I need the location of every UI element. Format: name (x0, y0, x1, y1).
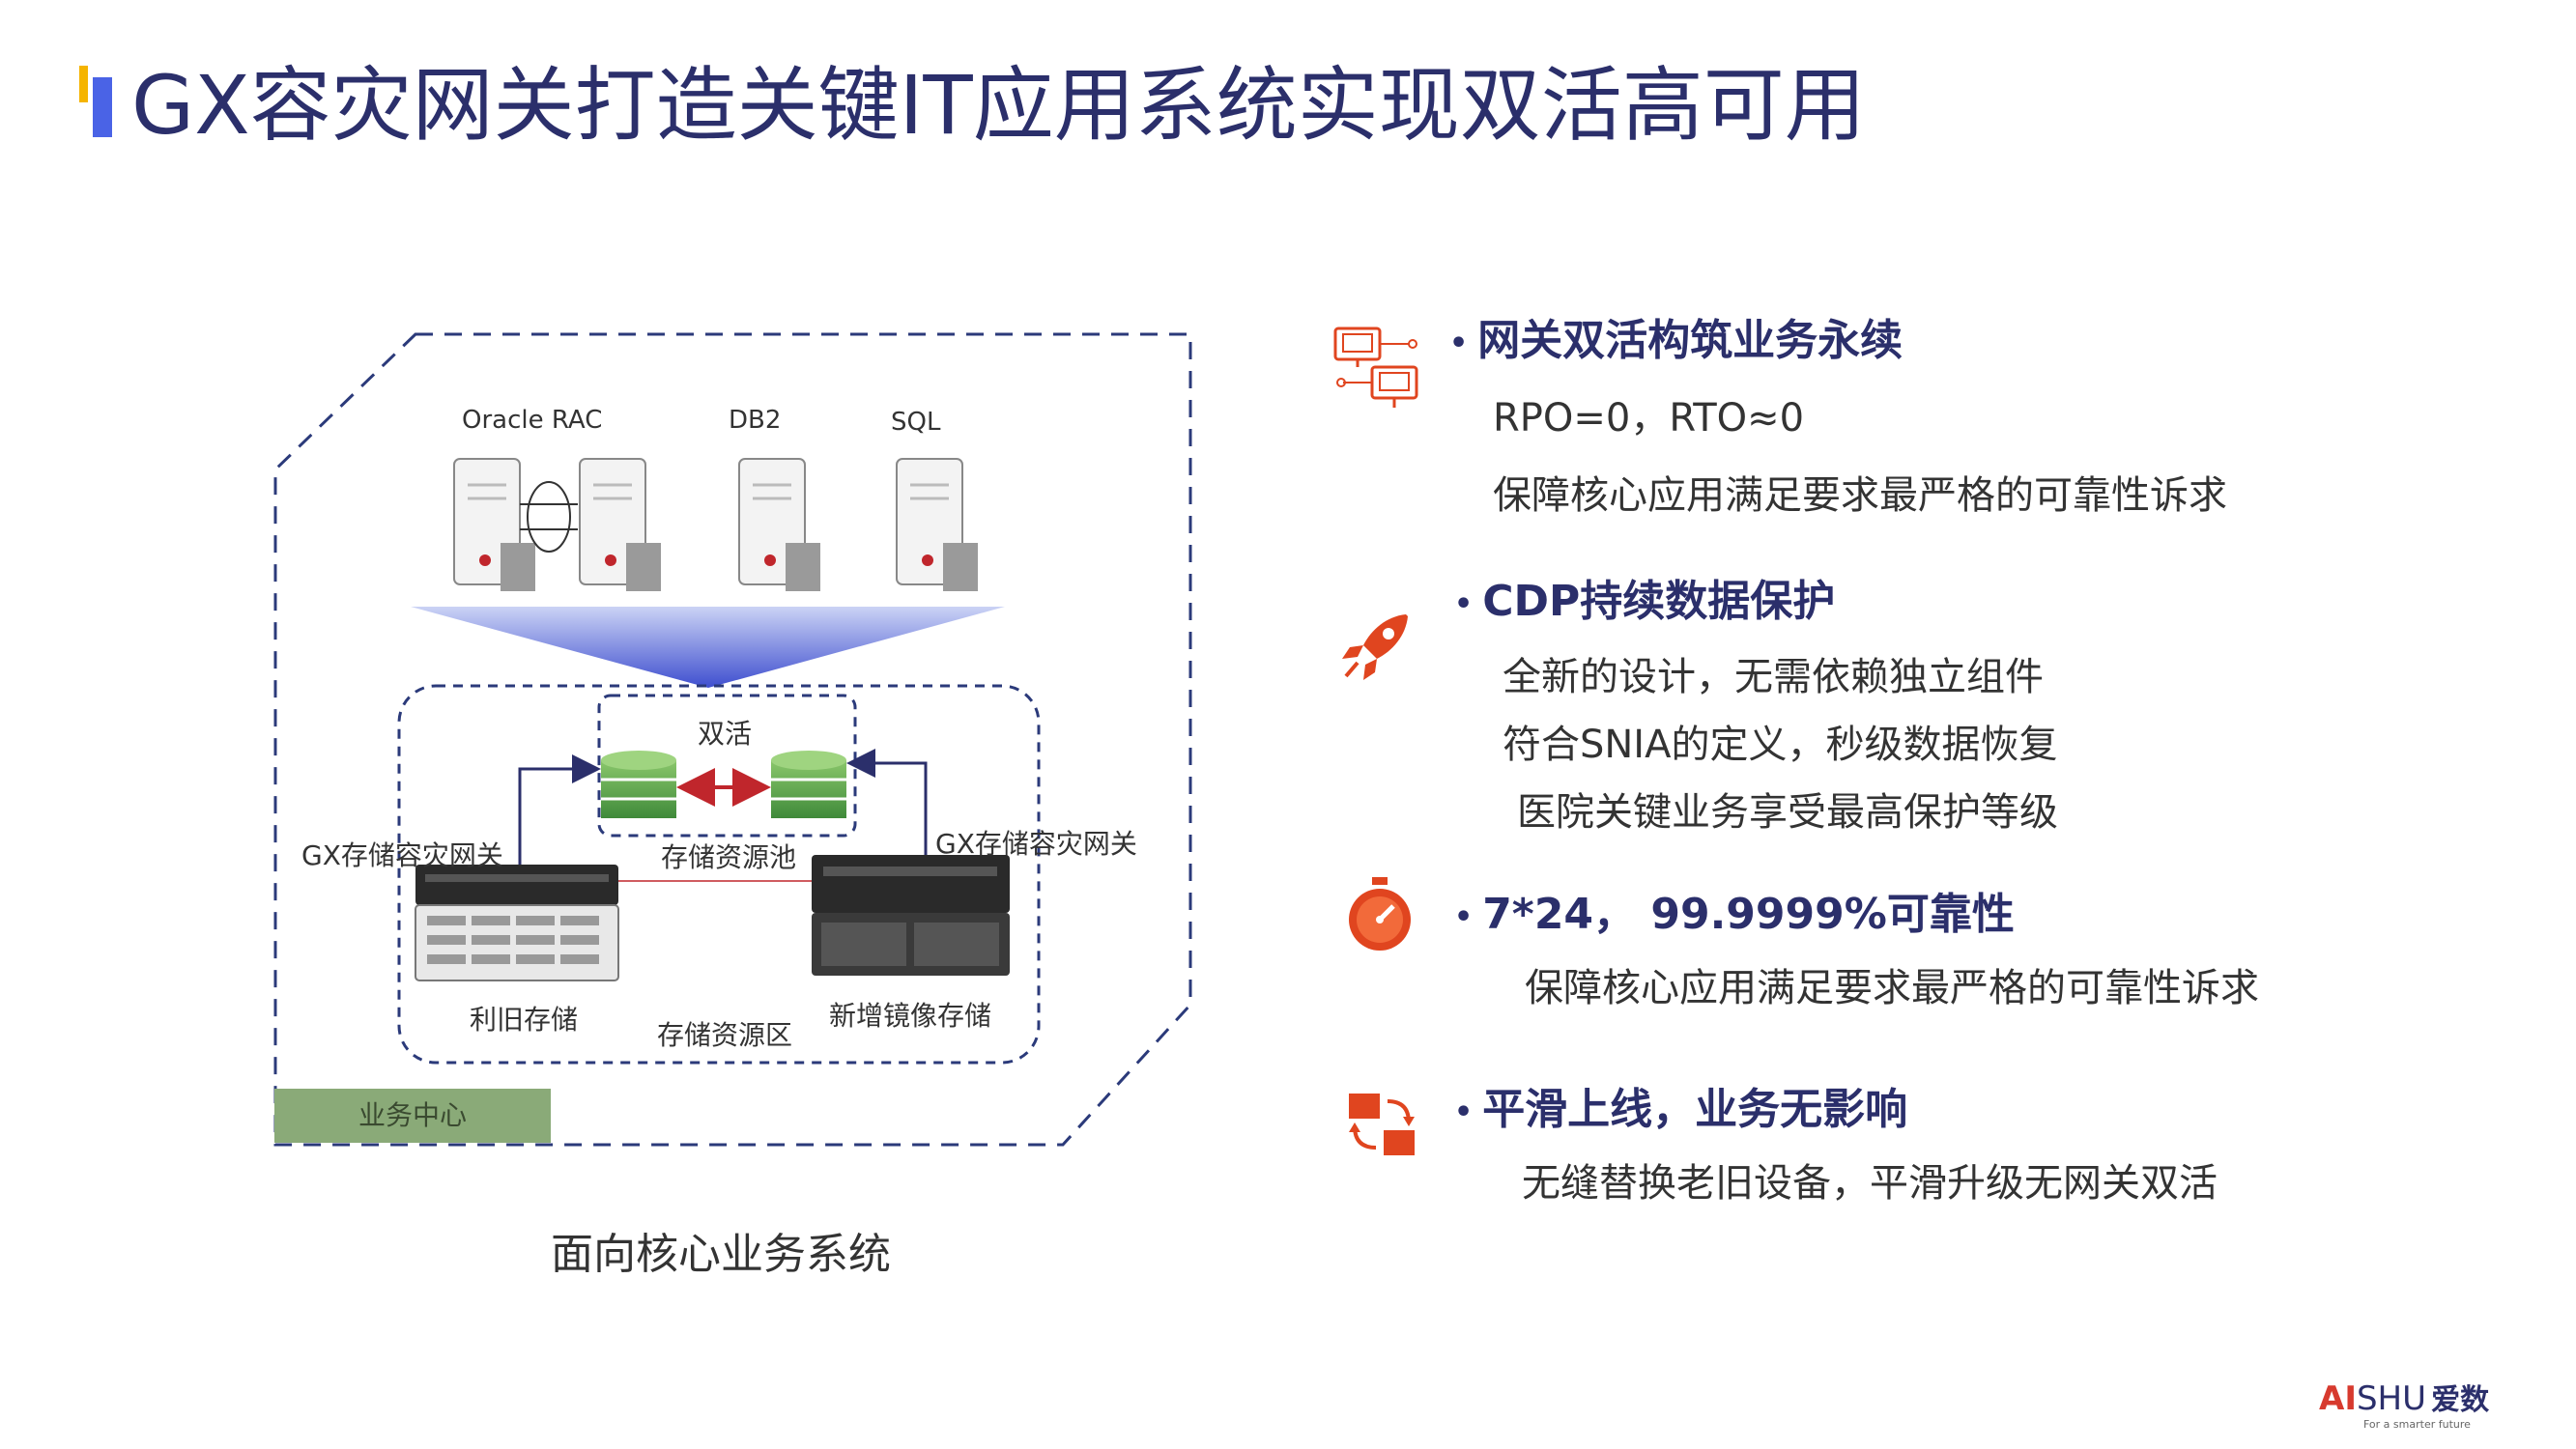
datacenter-boundary (273, 332, 1192, 1147)
funnel-arrow (411, 607, 1005, 688)
logo-ai: AI (2319, 1379, 2357, 1418)
db-label-oracle: Oracle RAC (462, 406, 603, 435)
feature-text: 医院关键业务享受最高保护等级 (1517, 790, 2058, 835)
db-label-db2: DB2 (729, 406, 782, 435)
feature-text: 无缝替换老旧设备，平滑升级无网关双活 (1522, 1161, 2218, 1206)
server-oracle-2 (579, 458, 661, 591)
gateway-left-label: GX存储容灾网关 (301, 839, 503, 871)
feature-text: 保障核心应用满足要求最严格的可靠性诉求 (1493, 473, 2227, 518)
server-db2 (738, 458, 820, 591)
zone-label: 存储资源区 (657, 1019, 793, 1051)
feature-heading-reliability: •7*24， 99.9999%可靠性 (1454, 890, 2015, 939)
migration-icon (1349, 1094, 1415, 1155)
feature-text: 保障核心应用满足要求最严格的可靠性诉求 (1525, 966, 2259, 1010)
feature-heading-cdp: •CDP持续数据保护 (1454, 577, 1836, 626)
feature-text: 符合SNIA的定义，秒级数据恢复 (1503, 723, 2058, 767)
title-accent-yellow (79, 66, 88, 102)
active-active-label: 双活 (698, 718, 753, 750)
feature-text: RPO=0，RTO≈0 (1493, 396, 1805, 440)
new-storage-device (812, 855, 1010, 976)
stopwatch-icon (1349, 877, 1411, 951)
network-icon (1333, 327, 1418, 408)
server-sql (896, 458, 978, 591)
database-left-icon (601, 751, 676, 818)
diagram-caption: 面向核心业务系统 (551, 1230, 891, 1279)
feature-text: 全新的设计，无需依赖独立组件 (1503, 655, 2044, 699)
business-center-box (274, 1089, 551, 1143)
storage-zone-boundary (397, 684, 1041, 1065)
old-storage-device (415, 865, 619, 981)
business-center-label: 业务中心 (358, 1099, 467, 1131)
old-storage-label: 利旧存储 (470, 1004, 579, 1036)
gateway-right-arrow (846, 749, 928, 865)
database-right-icon (771, 751, 846, 818)
logo-cn: 爱数 (2431, 1383, 2490, 1417)
new-storage-label: 新增镜像存储 (829, 1000, 992, 1032)
rocket-icon (1342, 614, 1408, 680)
aishu-logo: AISHU 爱数 For a smarter future (2319, 1376, 2541, 1434)
logo-shu: SHU (2356, 1379, 2427, 1418)
rac-link-icon (520, 481, 578, 553)
gateway-right-label: GX存储容灾网关 (935, 828, 1137, 860)
gateway-left-arrow (518, 754, 601, 865)
db-label-sql: SQL (891, 408, 941, 437)
server-oracle-1 (453, 458, 535, 591)
logo-tagline: For a smarter future (2363, 1418, 2471, 1431)
feature-heading-gateway: •网关双活构筑业务永续 (1449, 316, 1903, 365)
feature-heading-smooth: •平滑上线，业务无影响 (1454, 1085, 1908, 1134)
title-accent-blue (93, 77, 112, 137)
page-title: GX容灾网关打造关键IT应用系统实现双活高可用 (131, 58, 1866, 153)
pool-label: 存储资源池 (661, 841, 797, 873)
